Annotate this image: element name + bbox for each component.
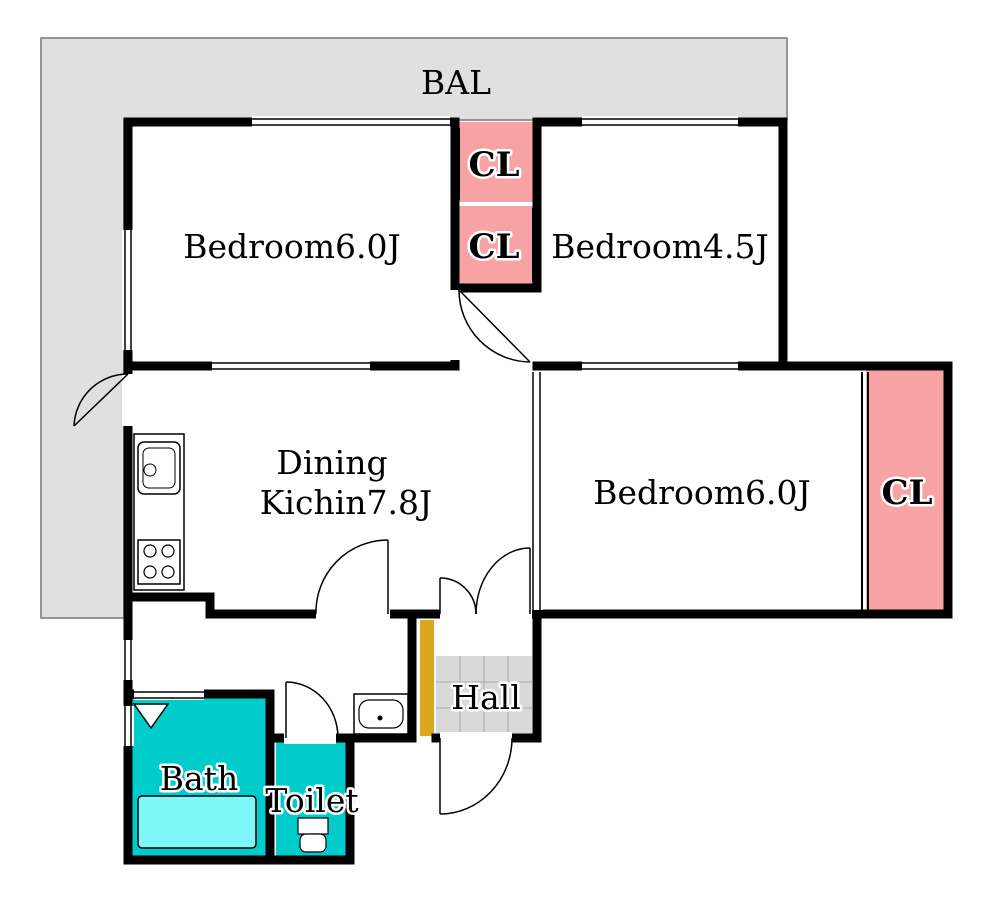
toilet-fixture [297, 817, 329, 853]
kitchen-counter [133, 433, 185, 591]
label-dining: Dining [276, 443, 387, 482]
closet-2 [455, 206, 533, 284]
doors [73, 289, 543, 815]
label-closet-2: CL [469, 227, 520, 267]
label-toilet: Toilet [265, 781, 358, 820]
label-bedroom-a: Bedroom6.0J [183, 227, 400, 266]
label-closet-3: CL [882, 473, 933, 513]
windows [122, 116, 738, 746]
closet-3 [866, 370, 946, 614]
label-bath: Bath [160, 759, 238, 798]
closet-1 [455, 122, 533, 202]
bathtub [137, 795, 257, 849]
label-bedroom-b: Bedroom4.5J [551, 227, 768, 266]
label-balcony: BAL [421, 63, 491, 102]
label-closet-1: CL [469, 145, 520, 185]
hall-tiles [436, 656, 532, 734]
bath-vent [132, 703, 170, 730]
washbasin [353, 693, 409, 735]
label-bedroom-c: Bedroom6.0J [593, 473, 810, 512]
closet-fronts [458, 128, 869, 610]
label-hall: Hall [451, 678, 521, 717]
label-kitchen: Kichin7.8J [260, 483, 432, 522]
shoe-cabinet [420, 620, 434, 736]
